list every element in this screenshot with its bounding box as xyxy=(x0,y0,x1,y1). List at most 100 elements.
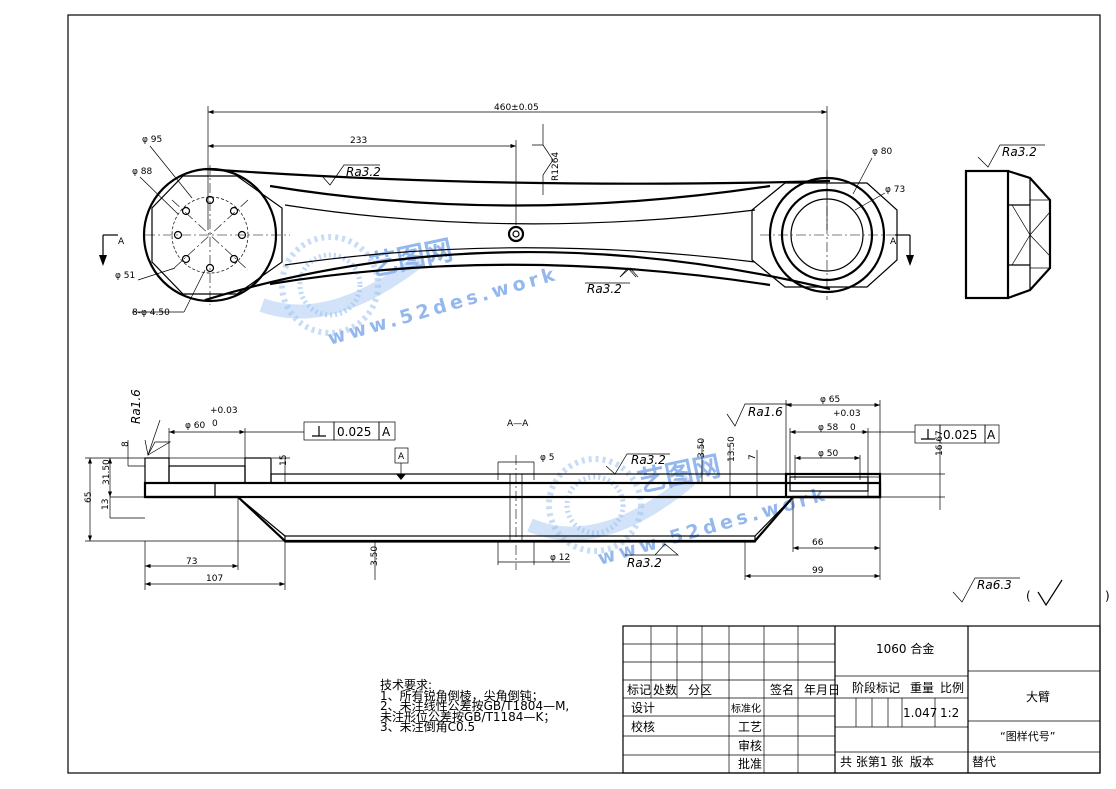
svg-text:0: 0 xyxy=(850,423,856,433)
svg-text:审核: 审核 xyxy=(738,738,762,753)
tb-part-name: 大臂 xyxy=(1026,690,1050,704)
svg-text:签名: 签名 xyxy=(770,682,794,697)
dim-233: 233 xyxy=(350,136,367,146)
svg-text:设计: 设计 xyxy=(631,701,655,715)
roughness-bottom: Ra3.2 xyxy=(585,267,639,296)
svg-text:标记: 标记 xyxy=(627,683,651,697)
svg-text:版本: 版本 xyxy=(910,755,934,769)
dim-h-3-50-bottom: 3.50 xyxy=(370,546,380,566)
roughness-section-left: Ra1.6 xyxy=(129,389,172,457)
notes-line: 1、所有锐角倒棱，尖角倒钝； xyxy=(380,688,544,703)
svg-text:重量: 重量 xyxy=(910,681,934,695)
svg-text:+0.03: +0.03 xyxy=(210,406,238,416)
svg-text:标准化: 标准化 xyxy=(731,702,761,715)
dim-h-8: 8 xyxy=(121,441,131,447)
svg-text:0.025: 0.025 xyxy=(943,428,977,442)
svg-text:Ra1.6: Ra1.6 xyxy=(748,405,783,419)
section-title: A—A xyxy=(507,419,529,429)
gdt-frame-left: 0.025 A xyxy=(245,421,396,441)
dim-h-65: 65 xyxy=(84,492,94,503)
svg-text:): ) xyxy=(1105,589,1110,603)
svg-text:A: A xyxy=(890,237,897,247)
svg-text:Ra3.2: Ra3.2 xyxy=(587,282,622,296)
dim-dia-73: φ 73 xyxy=(885,185,905,195)
svg-text:Ra1.6: Ra1.6 xyxy=(129,389,143,424)
svg-text:替代: 替代 xyxy=(972,755,996,769)
svg-text:A: A xyxy=(118,237,125,247)
svg-text:(: ( xyxy=(1026,589,1031,603)
dim-len-66: 66 xyxy=(812,538,824,548)
dim-dia-80: φ 80 xyxy=(872,147,893,157)
notes-line: 未注形位公差按GB/T1184—K； xyxy=(380,709,556,724)
watermark-url: www.52des.work xyxy=(325,263,561,350)
general-roughness: Ra6.3 ( ) xyxy=(952,577,1110,607)
svg-text:批准: 批准 xyxy=(738,756,762,771)
dim-phi-50: φ 50 xyxy=(818,449,839,459)
notes-title: 技术要求: xyxy=(380,678,433,692)
dim-dia-95: φ 95 xyxy=(142,135,162,145)
tb-scale: 1:2 xyxy=(940,706,959,720)
dim-dia-88: φ 88 xyxy=(132,167,153,177)
dim-len-73: 73 xyxy=(186,557,197,567)
tb-material: 1060 合金 xyxy=(876,641,934,656)
dim-dia-51: φ 51 xyxy=(115,271,135,281)
dim-phi-58: φ 58 xyxy=(818,423,839,433)
dim-phi-65: φ 65 xyxy=(820,395,840,405)
roughness-section-bottom: Ra3.2 xyxy=(625,543,679,570)
dim-h-16-67: 16.67 xyxy=(935,430,945,456)
svg-text:Ra3.2: Ra3.2 xyxy=(627,556,662,570)
dim-h-7: 7 xyxy=(748,454,758,460)
title-block: 1060 合金 大臂 “图样代号” 1.047 1:2 标记 处数 分区 签名 … xyxy=(622,625,1101,774)
notes-line: 3、未注倒角C0.5 xyxy=(380,720,476,734)
dim-len-99: 99 xyxy=(812,566,824,576)
datum-a: A xyxy=(394,447,409,480)
svg-text:+0.03: +0.03 xyxy=(833,409,861,419)
notes-line: 2、未注线性公差按GB/T1804—M, xyxy=(380,699,570,713)
gdt-frame-right: 0.025 A xyxy=(868,424,1000,444)
drawing-border xyxy=(67,14,1101,774)
svg-text:0: 0 xyxy=(212,419,218,429)
svg-text:A: A xyxy=(987,428,996,442)
roughness-section-right: Ra1.6 xyxy=(726,403,790,427)
center-pin-hole xyxy=(507,225,525,243)
technical-requirements: 技术要求: 1、所有锐角倒棱，尖角倒钝； 2、未注线性公差按GB/T1804—M… xyxy=(380,678,620,734)
cut-marker-left: A xyxy=(99,234,125,266)
svg-text:Ra3.2: Ra3.2 xyxy=(346,165,381,179)
dim-holes: 8-φ 4.50 xyxy=(132,308,170,318)
dim-phi-12: φ 12 xyxy=(550,553,570,563)
dim-len-107: 107 xyxy=(206,574,223,584)
svg-text:比例: 比例 xyxy=(940,681,964,695)
dim-h-13-50: 13.50 xyxy=(727,436,737,462)
svg-text:共 张第1 张: 共 张第1 张 xyxy=(840,755,903,769)
svg-text:A: A xyxy=(382,425,391,439)
roughness-top: Ra3.2 xyxy=(321,164,381,186)
side-view: Ra3.2 xyxy=(964,144,1052,300)
dim-radius: R1264 xyxy=(551,152,561,181)
svg-text:Ra3.2: Ra3.2 xyxy=(1002,145,1037,159)
top-view: 460±0.05 233 R1264 φ 95 φ 88 φ 51 8-φ 4.… xyxy=(99,103,914,318)
roughness-side: Ra3.2 xyxy=(977,144,1045,168)
svg-text:阶段标记: 阶段标记 xyxy=(852,680,900,695)
watermark-logo-top: 艺图网 www.52des.work xyxy=(259,233,561,350)
section-view: A—A xyxy=(84,389,1000,590)
svg-text:A: A xyxy=(398,452,405,462)
svg-text:Ra3.2: Ra3.2 xyxy=(631,453,666,467)
svg-text:处数: 处数 xyxy=(653,682,677,697)
left-octagon xyxy=(151,175,283,295)
svg-text:校核: 校核 xyxy=(631,719,655,734)
cut-marker-right: A xyxy=(890,234,914,266)
svg-text:年月日: 年月日 xyxy=(804,683,840,697)
dim-phi-60: φ 60 xyxy=(185,421,206,431)
svg-text:Ra6.3: Ra6.3 xyxy=(977,578,1012,592)
svg-text:0.025: 0.025 xyxy=(337,425,371,439)
svg-text:工艺: 工艺 xyxy=(738,720,762,734)
roughness-section-mid: Ra3.2 xyxy=(605,453,670,475)
dim-overall-length: 460±0.05 xyxy=(494,103,539,113)
tb-weight: 1.047 xyxy=(903,706,937,720)
tb-drawing-code: “图样代号” xyxy=(1000,729,1055,743)
dim-h-31-50: 31.50 xyxy=(102,459,112,485)
dim-phi-5: φ 5 xyxy=(540,453,555,463)
dim-h-13: 13 xyxy=(101,499,111,510)
svg-text:分区: 分区 xyxy=(688,683,712,697)
